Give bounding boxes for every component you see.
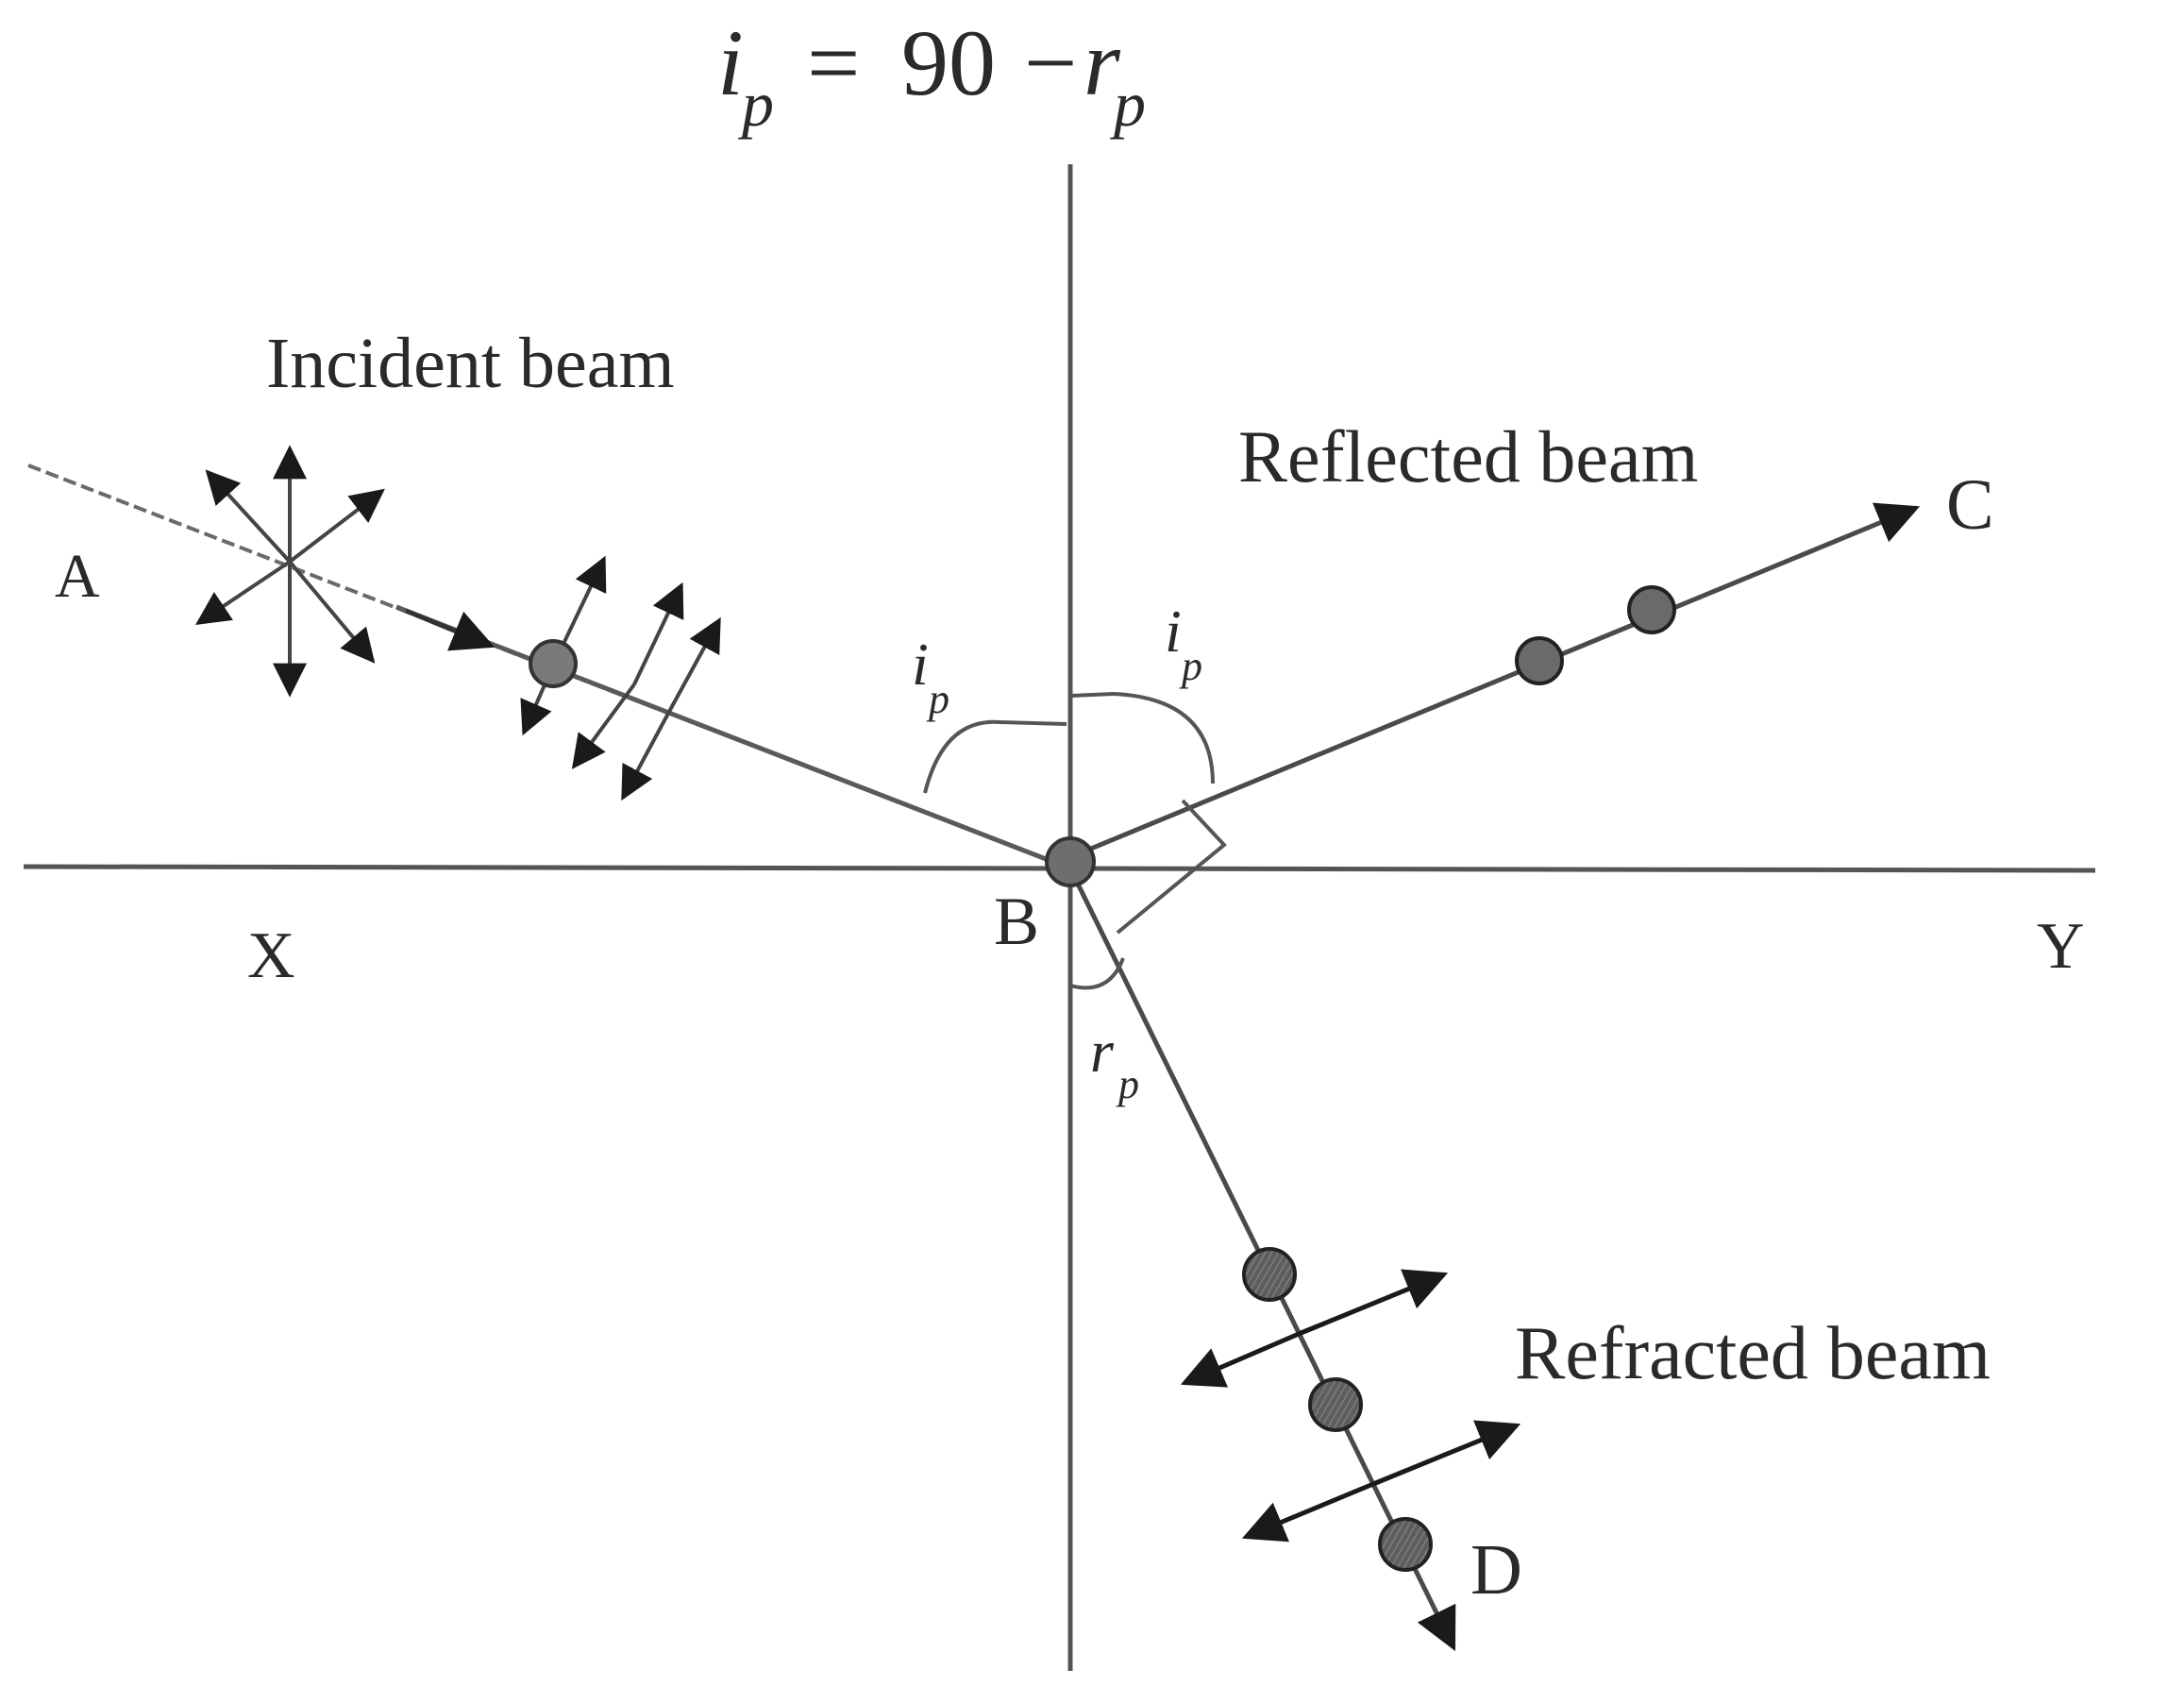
- refracted-beam-label: Refracted beam: [1515, 1312, 1991, 1395]
- point-y-label: Y: [2037, 910, 2085, 983]
- angle-label-refraction-subscript: p: [1116, 1061, 1139, 1107]
- equation-minus: −: [1024, 10, 1077, 115]
- reflected-dot-icon: [1627, 585, 1676, 634]
- refracted-dot-icon: [1242, 1247, 1297, 1302]
- reflected-dot-icon: [1515, 636, 1564, 685]
- equation: i p = 90 − r p: [717, 10, 1146, 140]
- equation-constant: 90: [901, 10, 996, 115]
- refracted-parallel-arrow-icon: [1298, 1269, 1449, 1337]
- refracted-dot-icon: [1378, 1517, 1433, 1572]
- incident-perpendicular-dot-icon: [529, 639, 578, 688]
- point-d-label: D: [1470, 1530, 1522, 1610]
- refraction-angle-arc: [1069, 957, 1125, 990]
- angle-label-reflection-symbol: i: [1165, 598, 1182, 665]
- reflected-beam: [1069, 502, 1921, 860]
- incidence-angle-arc: [923, 719, 1067, 794]
- point-b-dot-icon: [1045, 836, 1096, 887]
- reflected-beam-label: Reflected beam: [1238, 415, 1698, 497]
- incident-direction-arrow-icon: [405, 608, 496, 651]
- incident-beam: [27, 445, 1071, 871]
- equation-equals: =: [807, 10, 860, 115]
- refracted-dot-icon: [1308, 1377, 1363, 1432]
- incident-beam-label: Incident beam: [266, 324, 675, 403]
- equation-lhs-subscript: p: [738, 68, 774, 140]
- reflection-angle-arc: [1069, 691, 1215, 784]
- refracted-parallel-arrow-icon: [1180, 1331, 1300, 1388]
- right-angle-marker: [1116, 799, 1227, 935]
- point-a-label: A: [55, 542, 100, 611]
- equation-rhs-subscript: p: [1110, 68, 1146, 140]
- refracted-parallel-arrow-icon: [1241, 1481, 1374, 1543]
- equation-lhs-symbol: i: [717, 10, 744, 115]
- unpolarized-light-star-icon: [195, 445, 385, 698]
- point-b-label: B: [994, 884, 1039, 959]
- point-c-label: C: [1946, 465, 1994, 545]
- angle-label-incidence-symbol: i: [912, 631, 929, 698]
- point-x-label: X: [247, 919, 295, 992]
- equation-rhs-symbol: r: [1084, 10, 1121, 115]
- refracted-parallel-arrow-icon: [1372, 1420, 1521, 1487]
- angle-label-refraction-symbol: r: [1090, 1018, 1115, 1085]
- angle-label-incidence-subscript: p: [926, 676, 949, 722]
- incident-ray: [395, 604, 1071, 871]
- reflected-ray-arrow-icon: [1069, 502, 1921, 860]
- angle-label-reflection-subscript: p: [1179, 643, 1202, 689]
- refracted-beam: [1067, 867, 1521, 1652]
